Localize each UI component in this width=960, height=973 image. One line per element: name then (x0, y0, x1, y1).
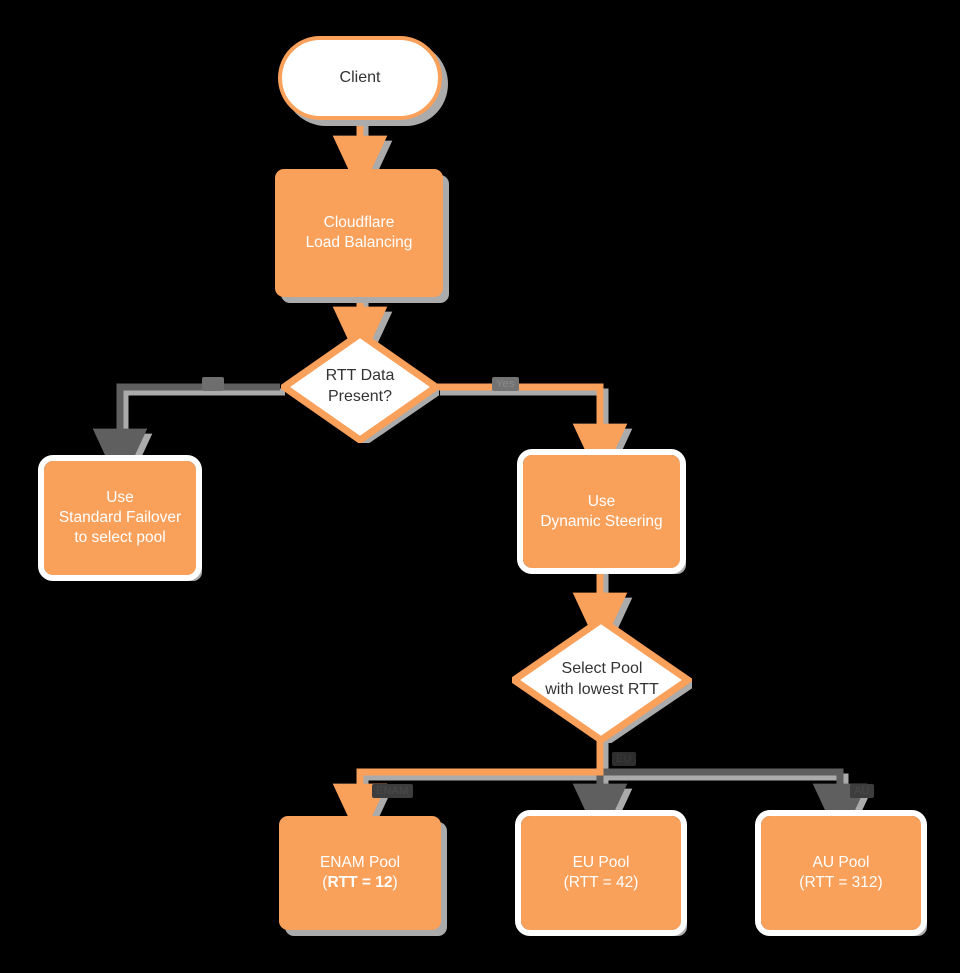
node-au-pool-line2: (RTT = 312) (799, 874, 883, 891)
edge-select-to-au (600, 768, 868, 843)
node-rtt-label-line1: RTT Data (325, 367, 395, 385)
rtt-diamond-shape (281, 331, 439, 443)
node-enam-pool-line2: (RTT = 12) (320, 873, 400, 893)
edge-label-enam: ENAM (372, 784, 413, 799)
node-eu-pool-line2: (RTT = 42) (563, 874, 639, 891)
node-cloudflare-load-balancing[interactable]: Cloudflare Load Balancing (275, 169, 443, 297)
node-dynamic-steering-line1: Use (587, 492, 616, 510)
node-standard-failover-line3: to select pool (74, 528, 166, 546)
node-standard-failover-line2: Standard Failover (58, 509, 182, 527)
node-select-pool-line2: with lowest RTT (545, 681, 659, 698)
edge-label-au: AU (850, 784, 874, 799)
node-eu-pool[interactable]: EU Pool (RTT = 42) (515, 810, 687, 936)
node-rtt-label-line2: Present? (327, 388, 393, 405)
node-standard-failover[interactable]: Use Standard Failover to select pool (38, 455, 202, 581)
node-au-pool-line1: AU Pool (812, 854, 870, 872)
edge-label-yes: Yes (492, 377, 519, 392)
edge-rtt-to-standard-failover (92, 383, 280, 488)
select-pool-diamond-shape (512, 617, 692, 743)
edge-label-no: No (202, 377, 225, 392)
edge-select-to-enam (332, 738, 604, 843)
node-enam-rtt-value: RTT = 12 (327, 874, 393, 891)
node-rtt-data-present[interactable]: RTT Data Present? (281, 331, 439, 443)
node-enam-pool-line1: ENAM Pool (319, 854, 401, 872)
node-standard-failover-line1: Use (106, 489, 134, 507)
node-dynamic-steering-line2: Dynamic Steering (540, 512, 663, 530)
node-client-label: Client (339, 68, 381, 86)
edge-label-eu: EU (612, 752, 636, 767)
node-select-pool-line1: Select Pool (561, 660, 643, 678)
node-eu-pool-line1: EU Pool (572, 854, 630, 872)
node-enam-rtt-prefix: ( (322, 874, 328, 891)
node-enam-rtt-suffix: ) (392, 874, 398, 891)
node-select-pool-lowest-rtt[interactable]: Select Pool with lowest RTT (512, 617, 692, 743)
node-dynamic-steering[interactable]: Use Dynamic Steering (517, 449, 686, 574)
node-lb-label-line2: Load Balancing (305, 234, 413, 251)
node-lb-label-line1: Cloudflare (323, 214, 395, 232)
node-client[interactable]: Client (278, 36, 442, 120)
node-au-pool[interactable]: AU Pool (RTT = 312) (755, 810, 927, 936)
edge-rtt-to-dynamic-steering (435, 383, 628, 483)
node-enam-pool[interactable]: ENAM Pool (RTT = 12) (279, 816, 441, 930)
